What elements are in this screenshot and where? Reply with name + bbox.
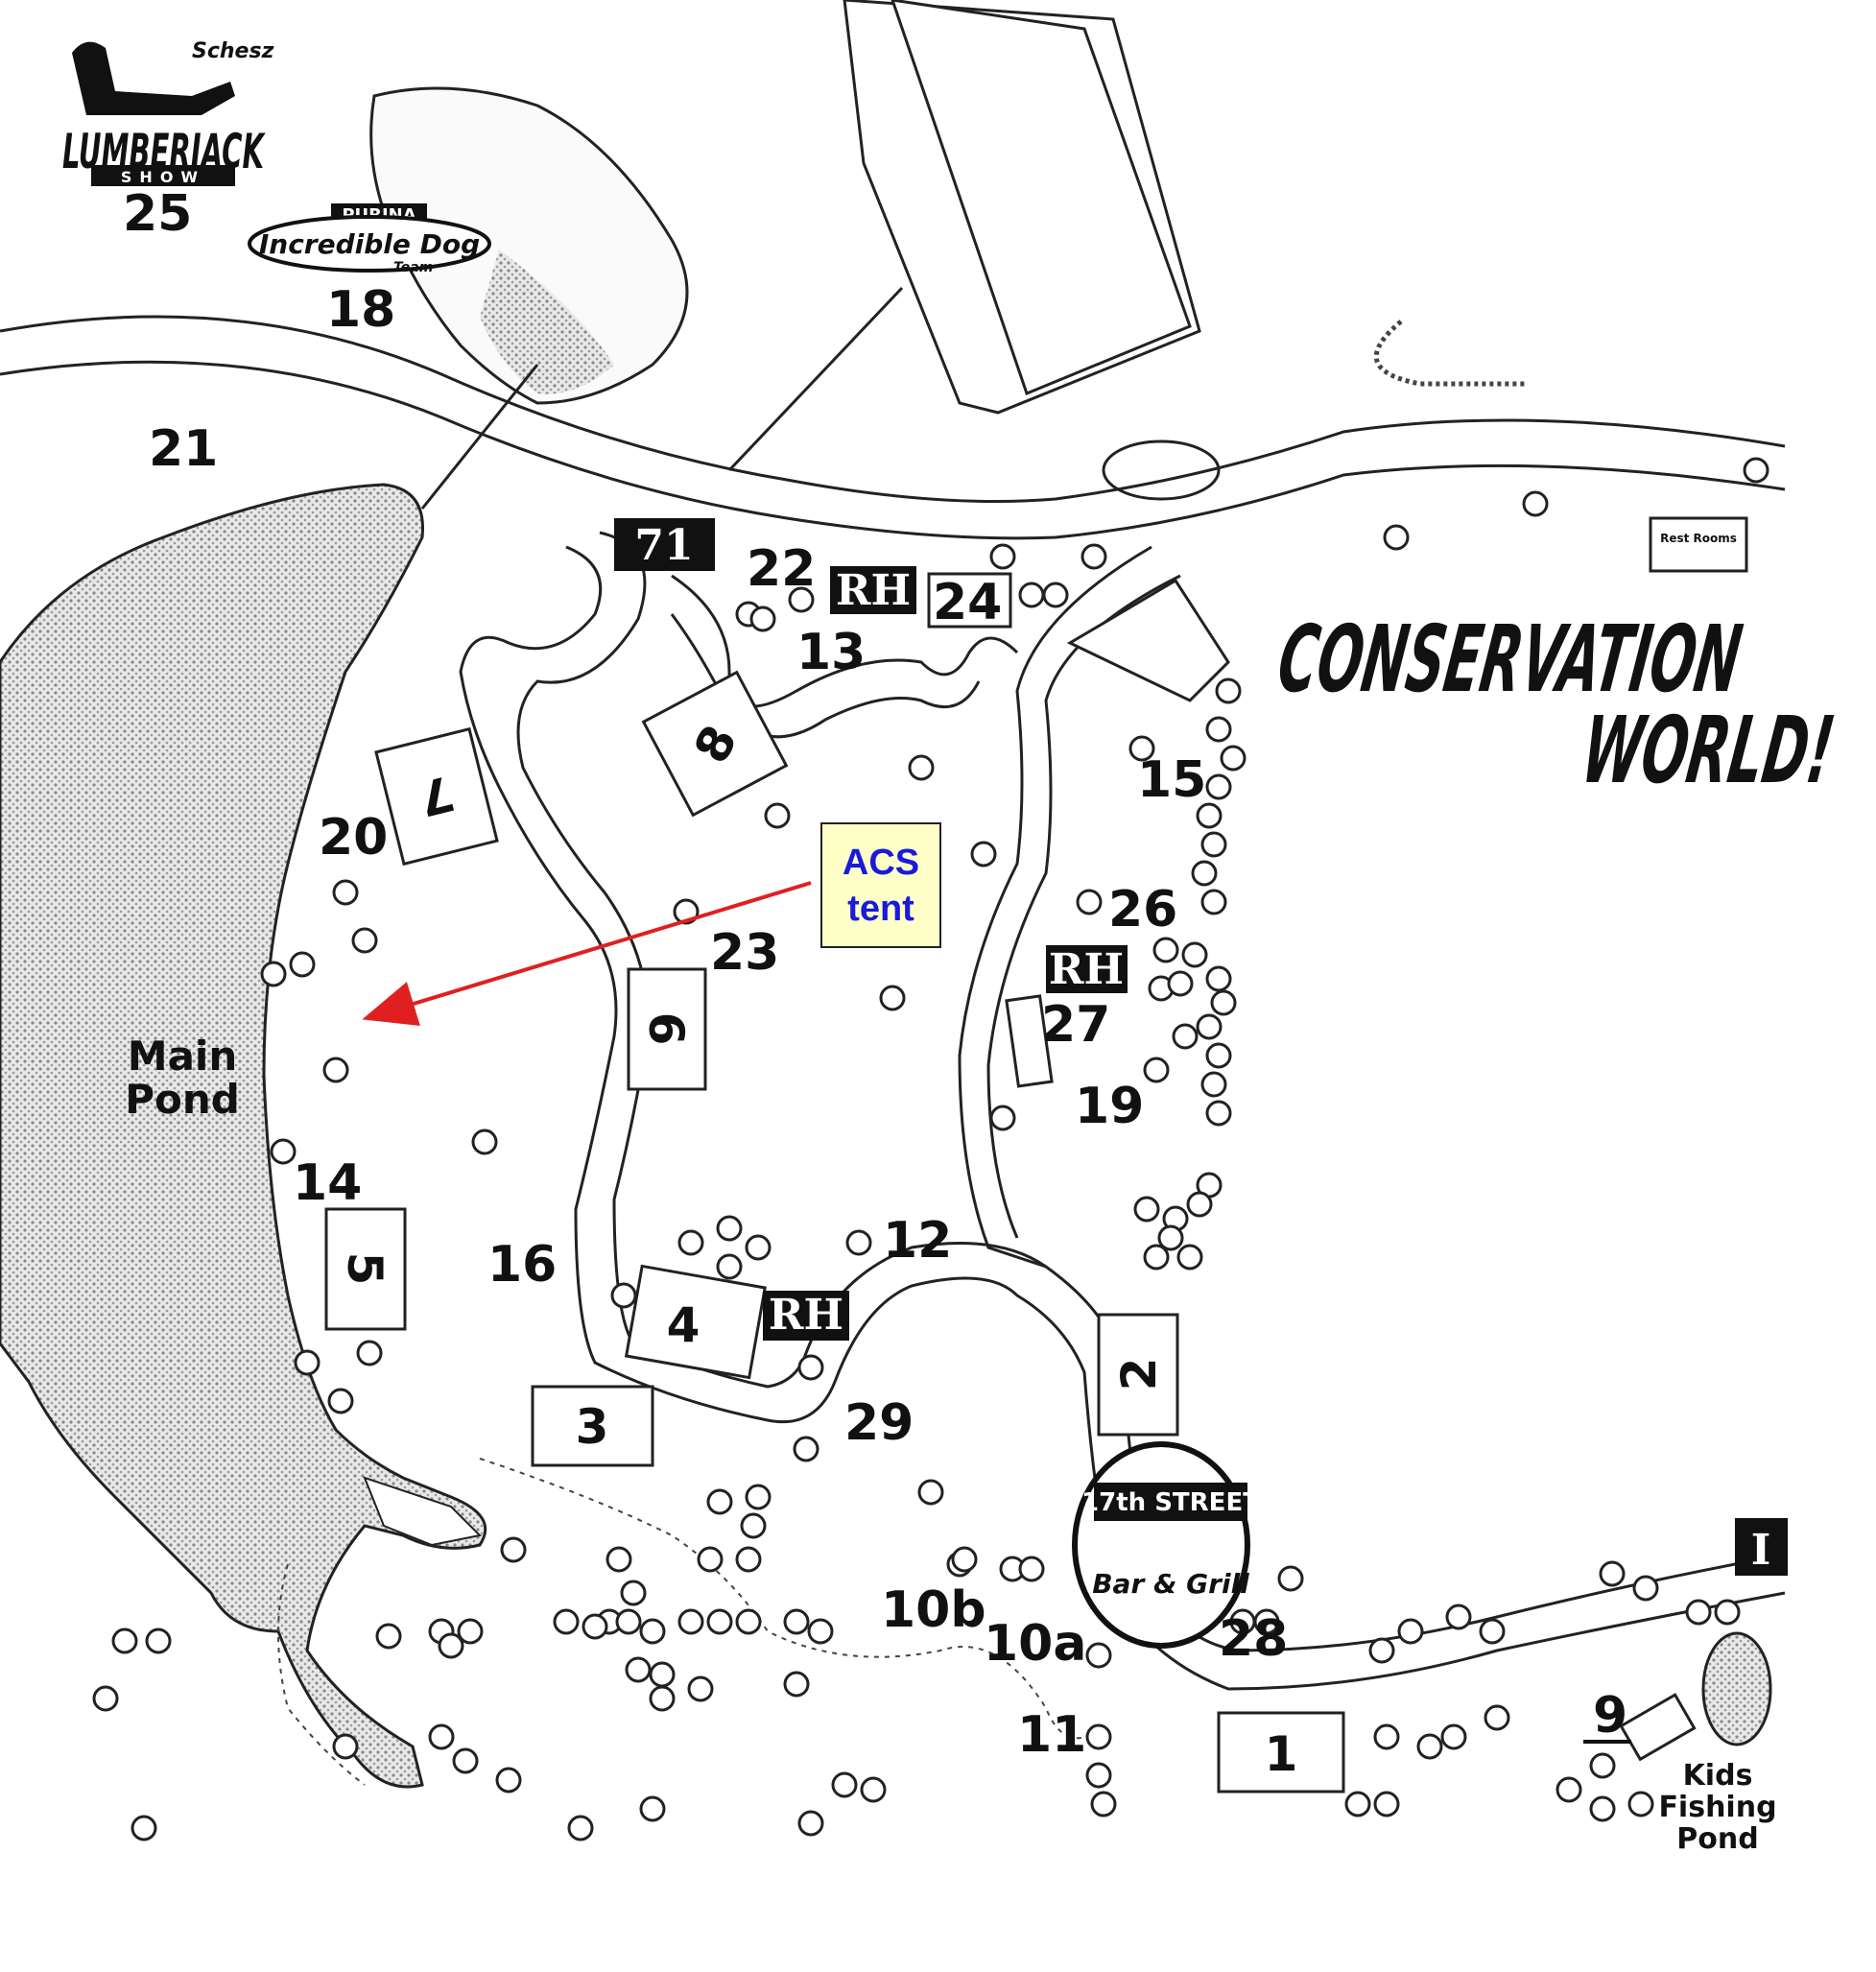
area-number-71: 71 [634,521,693,570]
lumberjack-sub: SHOW [121,168,205,186]
area-number-22: 22 [747,540,816,598]
building-number-1: 1 [1265,1726,1298,1782]
main-road-edge [0,360,1786,540]
building-number-2: 2 [1111,1358,1167,1391]
area-number-23: 23 [710,924,779,982]
callout-line-1: ACS [842,842,920,883]
building-number-3: 3 [576,1399,609,1455]
area-number-25: 25 [123,185,192,243]
restroom-badge-top: RH [830,566,916,615]
restroom-building [1649,516,1748,573]
structure-15 [1066,578,1230,702]
winding-path [671,574,1019,708]
lumberjack-show-logo: Schesz LUMBERJACK SHOW [62,39,274,186]
building-number-6: 6 [638,1012,694,1046]
dotted-trail [479,1458,1104,1740]
area-number-29: 29 [844,1394,914,1452]
main-pond-label-2: Pond [125,1076,240,1123]
area-number-26: 26 [1108,881,1177,938]
inner-path-edge [516,531,1786,1652]
main-pond-water [0,483,487,1789]
acs-tent-callout: ACS tent [820,822,941,948]
callout-line-2: tent [847,888,914,929]
right-path [958,545,1152,1269]
area-number-13: 13 [796,624,866,681]
kids-pond-shelter [1619,1693,1697,1762]
area-number-28: 28 [1219,1610,1288,1668]
grill-sub-text: Bar & Grill [1092,1568,1249,1600]
dotted-path [1373,320,1526,387]
info-badge-text: I [1751,1526,1771,1575]
box-24 [927,572,1012,629]
kids-pond-label-1: Kids [1683,1759,1753,1793]
area-number-15: 15 [1137,751,1206,809]
oval-island [1102,440,1221,501]
building-5: 5 [324,1207,407,1331]
area-number-11: 11 [1017,1706,1086,1764]
building-number-5: 5 [337,1252,392,1286]
building-1: 1 [1217,1711,1345,1794]
area-number-14: 14 [293,1154,362,1212]
area-number-16: 16 [487,1236,557,1294]
building-8: 8 [641,670,789,818]
restroom-badge-right: RH [1046,945,1128,994]
restroom-sign: Rest Rooms [1660,532,1737,545]
inner-path-loop [459,545,1786,1691]
winding-path-edge [670,613,981,739]
purina-sub-text: Team [393,260,433,275]
restroom-badge-text: RH [769,1291,843,1340]
purina-incredible-dog-logo: PURINA Incredible Dog Team [248,203,491,275]
lumberjack-small-text: Schesz [192,39,274,63]
area-number-10b: 10b [881,1581,986,1639]
building-number-4: 4 [667,1297,701,1353]
area-number-21: 21 [149,420,218,478]
building-4: 4 [624,1264,767,1380]
diagonal-path [420,364,539,510]
kids-pond-label-2: Fishing [1658,1791,1776,1824]
main-road [0,315,1786,503]
small-structure-27 [1005,994,1054,1088]
area-number-24: 24 [933,574,1002,631]
area-number-12: 12 [883,1212,952,1270]
purina-main-text: Incredible Dog [259,228,480,260]
building-2: 2 [1097,1313,1179,1437]
kids-fishing-pond-water [1701,1631,1772,1746]
17th-street-grill-logo: 17th STREET Bar & Grill [1072,1441,1260,1649]
upper-pond-shade [480,249,614,394]
area-number-9: 9 [1593,1687,1627,1745]
building-3: 3 [531,1385,654,1467]
restroom-badge-text: RH [1049,945,1124,994]
building-7: 7 [374,726,499,867]
area-number-18: 18 [326,281,395,339]
restroom-badge-bottom: RH [763,1291,849,1341]
building-6: 6 [627,967,707,1091]
grill-top-text: 17th STREET [1081,1488,1260,1517]
kids-pond-label-3: Pond [1676,1822,1758,1856]
callout-arrow [362,881,812,1026]
title-line-2: WORLD! [1576,696,1840,803]
area-number-19: 19 [1075,1078,1144,1135]
lot-line [727,286,904,472]
trees [92,457,1769,1841]
badge-71: 71 [614,518,715,571]
info-badge: I [1735,1518,1788,1576]
area-number-20: 20 [319,809,388,867]
parking-lot [843,0,1201,415]
parking-lot-inner [891,0,1192,395]
title-line-1: CONSERVATION [1272,605,1748,712]
main-pond-label-1: Main [128,1033,237,1080]
area-number-27: 27 [1041,996,1110,1054]
area-number-10a: 10a [984,1615,1086,1673]
pond-inlet [363,1476,483,1547]
restroom-badge-text: RH [836,566,911,615]
